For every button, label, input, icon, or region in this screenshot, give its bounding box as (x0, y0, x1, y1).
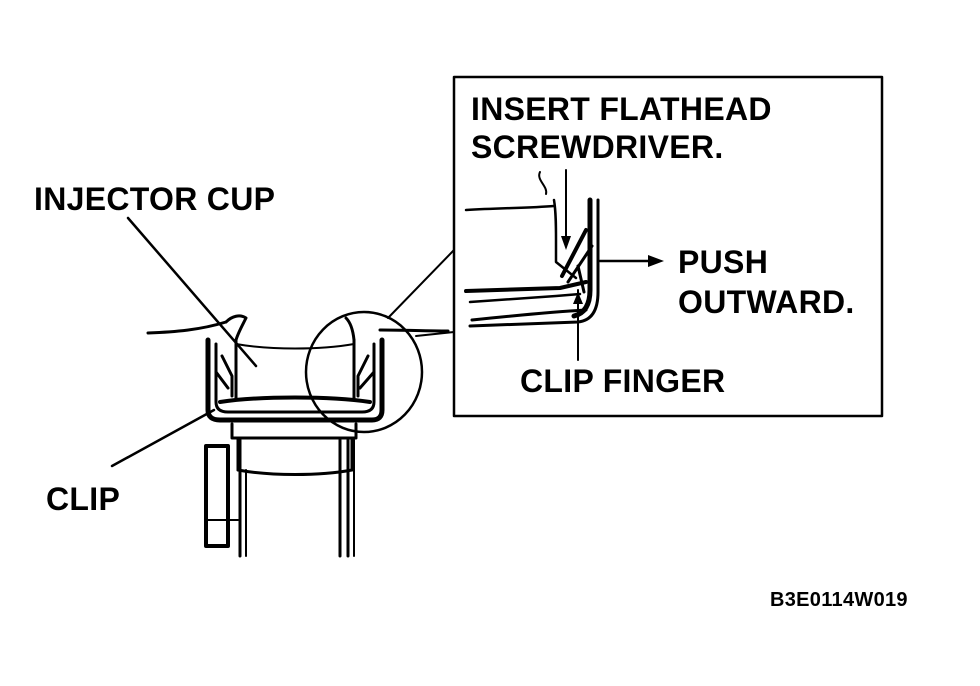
clip-finger-label: CLIP FINGER (520, 363, 726, 399)
detail-box (452, 75, 884, 418)
injector-cup (224, 314, 356, 400)
clip-label: CLIP (46, 481, 121, 517)
push-outward-label-line2: OUTWARD. (678, 284, 855, 320)
injector-cup-leader (126, 216, 258, 368)
detail-drawing (464, 169, 664, 361)
clip (205, 337, 385, 423)
injector-cup-label: INJECTOR CUP (34, 181, 276, 217)
clip-leader (110, 408, 216, 468)
injector-body (204, 422, 358, 558)
detail-circle (304, 310, 424, 434)
insert-screwdriver-label-line2: SCREWDRIVER. (471, 129, 724, 165)
push-outward-label-line1: PUSH (678, 244, 769, 280)
detail-leader-lower (415, 331, 455, 337)
detail-leader-upper (387, 249, 455, 319)
figure-code: B3E0114W019 (770, 589, 908, 611)
insert-screwdriver-label-line1: INSERT FLATHEAD (471, 91, 772, 127)
